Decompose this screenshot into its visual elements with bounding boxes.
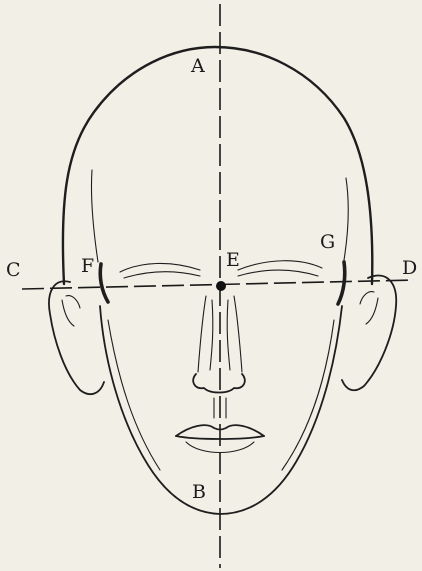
label-e: E (226, 249, 240, 271)
label-a: A (190, 55, 205, 77)
label-f: F (81, 255, 94, 277)
label-d: D (402, 257, 417, 279)
center-point-e (216, 281, 226, 291)
label-b: B (192, 481, 206, 503)
label-g: G (320, 231, 335, 253)
label-c: C (6, 259, 21, 281)
